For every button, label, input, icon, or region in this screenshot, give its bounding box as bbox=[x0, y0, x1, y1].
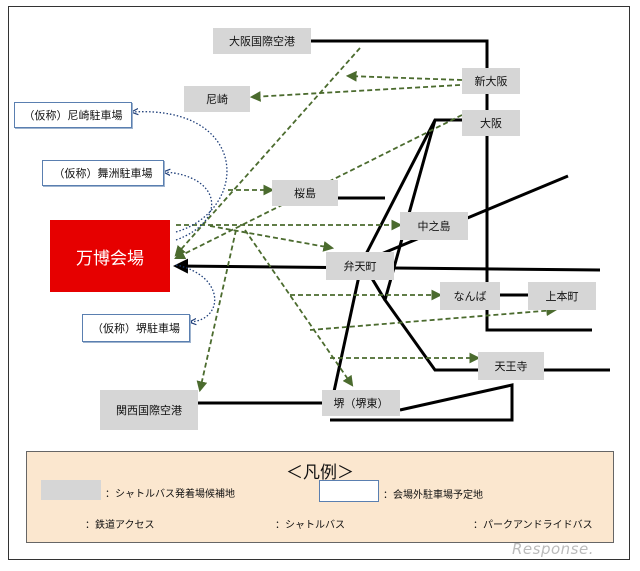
legend-swatch-parking bbox=[319, 480, 379, 502]
parkride-routes bbox=[132, 112, 228, 322]
diagram-frame bbox=[8, 6, 630, 560]
legend-label-parking: ：会場外駐車場予定地 bbox=[383, 490, 483, 501]
parking-amagasaki: （仮称）尼崎駐車場 bbox=[14, 102, 132, 128]
parkride-amagasaki bbox=[132, 112, 228, 233]
parking-maishima: （仮称）舞洲駐車場 bbox=[42, 160, 164, 186]
node-sakurajima: 桜島 bbox=[272, 180, 338, 206]
shuttle-routes bbox=[174, 47, 558, 393]
node-kansai-airport: 関西国際空港 bbox=[100, 390, 198, 430]
shuttle-osaka-venue bbox=[174, 114, 463, 259]
node-shin-osaka: 新大阪 bbox=[462, 68, 520, 94]
rail-line-nankai bbox=[328, 257, 387, 411]
parking-sakai: （仮称）堺駐車場 bbox=[82, 314, 190, 342]
legend-title: ＜凡例＞ bbox=[286, 463, 354, 483]
legend: ＜凡例＞ ：シャトルバス発着場候補地 ：会場外駐車場予定地 ：鉄道アクセス ：シ… bbox=[26, 451, 614, 543]
node-nakanoshima: 中之島 bbox=[400, 212, 468, 240]
node-uehonmachi: 上本町 bbox=[528, 282, 596, 310]
parkride-sakai bbox=[175, 264, 216, 322]
parkride-maishima bbox=[164, 172, 213, 241]
shuttle-to-uehonmachi bbox=[309, 305, 558, 331]
legend-label-rail: ：鉄道アクセス bbox=[85, 520, 155, 531]
legend-label-shuttle: ：シャトルバス bbox=[275, 520, 345, 531]
rail-line-itami bbox=[310, 39, 592, 332]
shuttle-shinosaka-amagasaki bbox=[249, 84, 461, 102]
node-osaka: 大阪 bbox=[462, 110, 520, 136]
node-amagasaki: 尼崎 bbox=[184, 86, 250, 112]
shuttle-shinosaka-kix bbox=[345, 70, 463, 82]
legend-label-parkride: ：パークアンドライドバス bbox=[473, 520, 593, 531]
legend-swatch-stop bbox=[41, 480, 101, 500]
node-osaka-intl-airport: 大阪国際空港 bbox=[213, 28, 311, 54]
venue-expo: 万博会場 bbox=[50, 220, 170, 292]
watermark-logo: Response. bbox=[512, 540, 594, 558]
node-bentencho: 弁天町 bbox=[326, 252, 394, 280]
shuttle-to-sakai bbox=[244, 229, 354, 387]
shuttle-to-bentencho bbox=[209, 225, 335, 252]
shuttle-to-kansai bbox=[196, 229, 237, 393]
node-tennoji: 天王寺 bbox=[478, 352, 544, 380]
node-sakai-higashi: 堺（堺東） bbox=[322, 390, 400, 416]
shuttle-itami-venue bbox=[174, 47, 361, 257]
rail-line-sakai bbox=[330, 383, 514, 422]
node-namba: なんば bbox=[440, 282, 500, 310]
legend-label-stop: ：シャトルバス発着場候補地 bbox=[105, 489, 235, 500]
